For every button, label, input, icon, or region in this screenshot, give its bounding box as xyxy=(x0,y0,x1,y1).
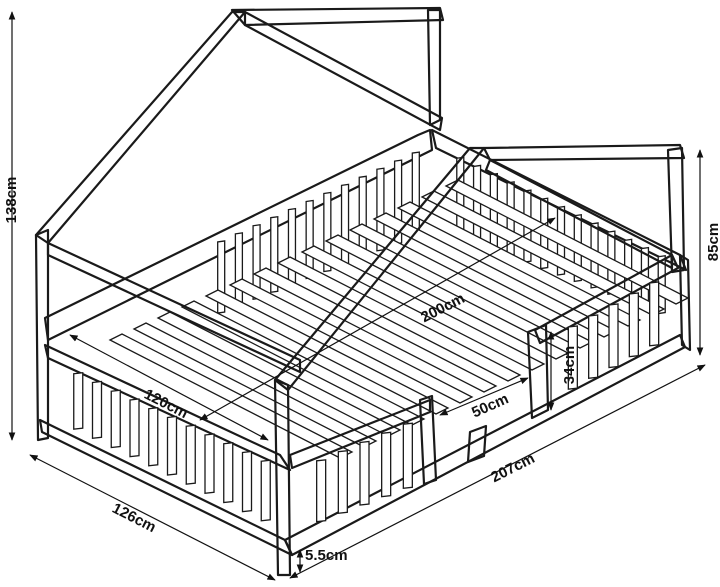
rail-slat xyxy=(241,450,253,513)
rail-slat xyxy=(588,314,599,380)
rail-slat xyxy=(185,424,196,485)
rail-slat xyxy=(381,431,392,498)
rail-slat xyxy=(402,422,413,490)
rail-slat xyxy=(337,449,348,515)
rail-slat xyxy=(411,151,420,238)
label-width: 126cm xyxy=(109,500,158,536)
rail-slat xyxy=(148,407,159,467)
rail-slat xyxy=(91,380,103,440)
rail-slat xyxy=(129,398,140,458)
rail-slat xyxy=(472,164,482,244)
rail-slat xyxy=(316,459,327,523)
rail-slat xyxy=(456,156,465,238)
rail-slat xyxy=(359,440,370,506)
rail-slat xyxy=(204,433,215,495)
rail-slat xyxy=(166,415,178,476)
dimension-lines xyxy=(8,11,706,581)
label-clearance: 5.5cm xyxy=(305,547,348,564)
rail-slat xyxy=(628,292,639,358)
rail-slat xyxy=(287,207,297,287)
label-side-height: 85cm xyxy=(705,223,720,261)
rail-slat xyxy=(649,281,660,347)
rail-slat xyxy=(234,232,244,307)
rail-slat xyxy=(223,442,234,504)
rail-slat xyxy=(110,389,121,449)
rail-slat xyxy=(358,175,367,259)
rail-slat xyxy=(608,303,619,369)
label-rail-height: 34cm xyxy=(561,346,578,384)
label-length: 207cm xyxy=(488,450,537,486)
label-opening-width: 50cm xyxy=(469,390,511,421)
rail-slat xyxy=(260,459,271,522)
rail-slat xyxy=(73,372,84,430)
label-total-height: 138cm xyxy=(3,177,20,224)
